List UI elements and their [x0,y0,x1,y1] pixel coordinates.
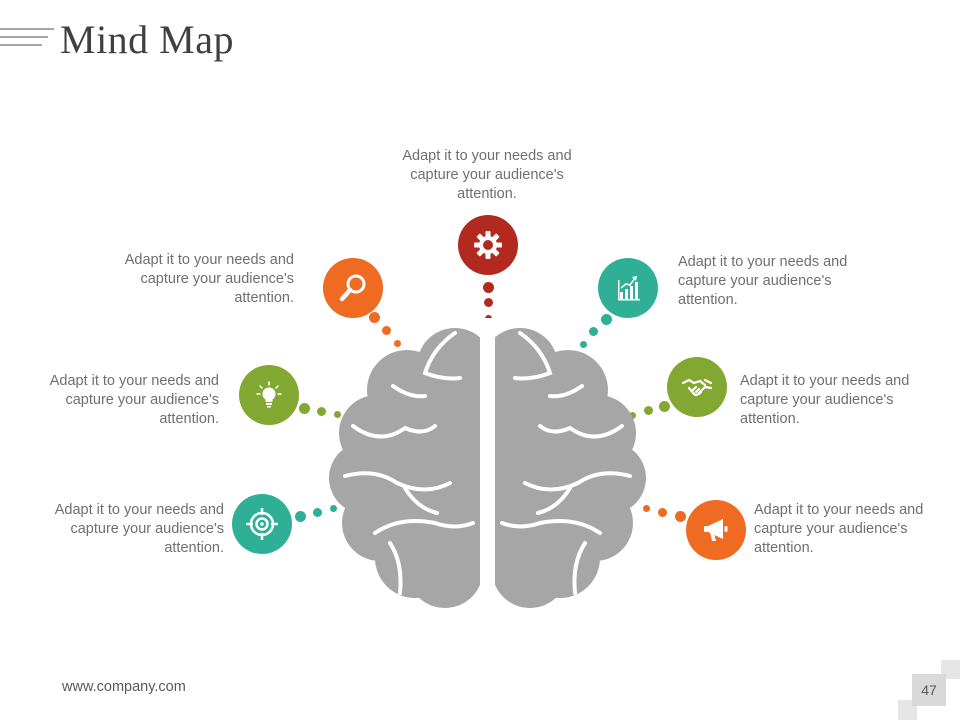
gear-icon [474,231,502,259]
gear-circle [458,215,518,275]
lightbulb-icon [256,381,282,408]
bar-chart-circle [598,258,658,318]
megaphone-icon [704,519,728,541]
magnifier-circle [323,258,383,318]
page-number: 47 [912,674,946,706]
node-text-upper-right: Adapt it to your needs and capture your … [678,254,848,308]
node-text-upper-left: Adapt it to your needs and capture your … [124,252,294,306]
megaphone-circle [686,500,746,560]
node-text-lower-right: Adapt it to your needs and capture your … [754,502,924,556]
bar-chart-icon [618,276,640,301]
node-text-lower-left: Adapt it to your needs and capture your … [54,502,224,556]
target-icon [246,508,278,540]
lightbulb-circle [239,365,299,425]
node-text-top: Adapt it to your needs and capture your … [402,148,572,202]
page-title: Mind Map [60,17,234,62]
brain-icon [329,318,646,610]
handshake-icon [681,378,713,397]
handshake-circle [667,357,727,417]
target-circle [232,494,292,554]
magnifier-icon [339,274,366,302]
footer-url[interactable]: www.company.com [62,679,186,695]
node-text-mid-right: Adapt it to your needs and capture your … [740,373,910,427]
title-decoration-lines [0,28,54,54]
node-text-mid-left: Adapt it to your needs and capture your … [49,373,219,427]
